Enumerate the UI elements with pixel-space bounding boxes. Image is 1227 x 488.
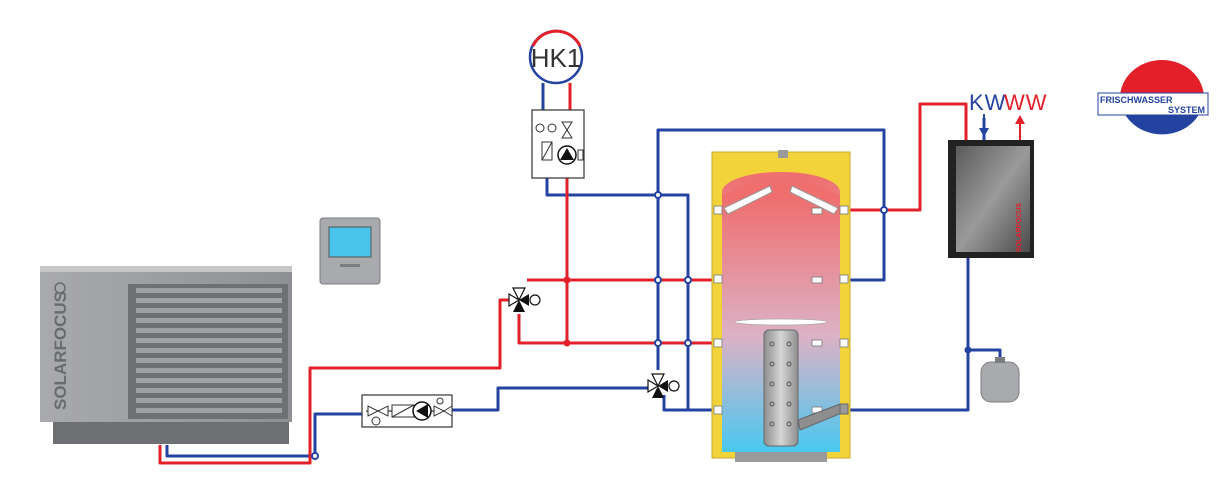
heating-circuit-hk1: HK1 <box>528 29 584 100</box>
station-brand: SOLARFOCUS <box>1016 203 1023 252</box>
mixing-valve-upper <box>508 287 541 312</box>
buffer-tank <box>711 150 851 462</box>
heat-pump: SOLARFOCUS <box>40 266 292 444</box>
expansion-vessel <box>980 357 1020 403</box>
mixing-valve-lower <box>647 373 680 398</box>
cold-water-label: KW <box>969 90 1006 115</box>
heat-pump-louvers <box>136 288 282 413</box>
warm-water-arrow-icon <box>1015 115 1025 140</box>
hk1-pump-group <box>531 109 585 179</box>
brand-logo-icon <box>54 282 66 294</box>
valve-motor-icon <box>668 380 680 392</box>
thermometer-icon <box>371 416 381 426</box>
pipe-crossovers <box>311 191 888 460</box>
pipe-junctions <box>563 276 571 347</box>
valve-motor-icon <box>529 294 541 306</box>
hk1-label: HK1 <box>531 43 582 73</box>
controller-display <box>319 217 381 285</box>
pipe-junction-blue <box>964 346 972 354</box>
warm-water-label: WW <box>1004 90 1048 115</box>
freshwater-station: SOLARFOCUS <box>948 140 1034 258</box>
cold-water-arrow-icon <box>979 114 989 137</box>
logo-line2: SYSTEM <box>1168 105 1205 115</box>
heat-pump-brand: SOLARFOCUS <box>51 291 70 410</box>
pump-group <box>361 394 453 428</box>
logo-line1: FRISCHWASSER <box>1100 95 1173 105</box>
frischwasser-logo: FRISCHWASSER SYSTEM <box>1097 60 1209 135</box>
